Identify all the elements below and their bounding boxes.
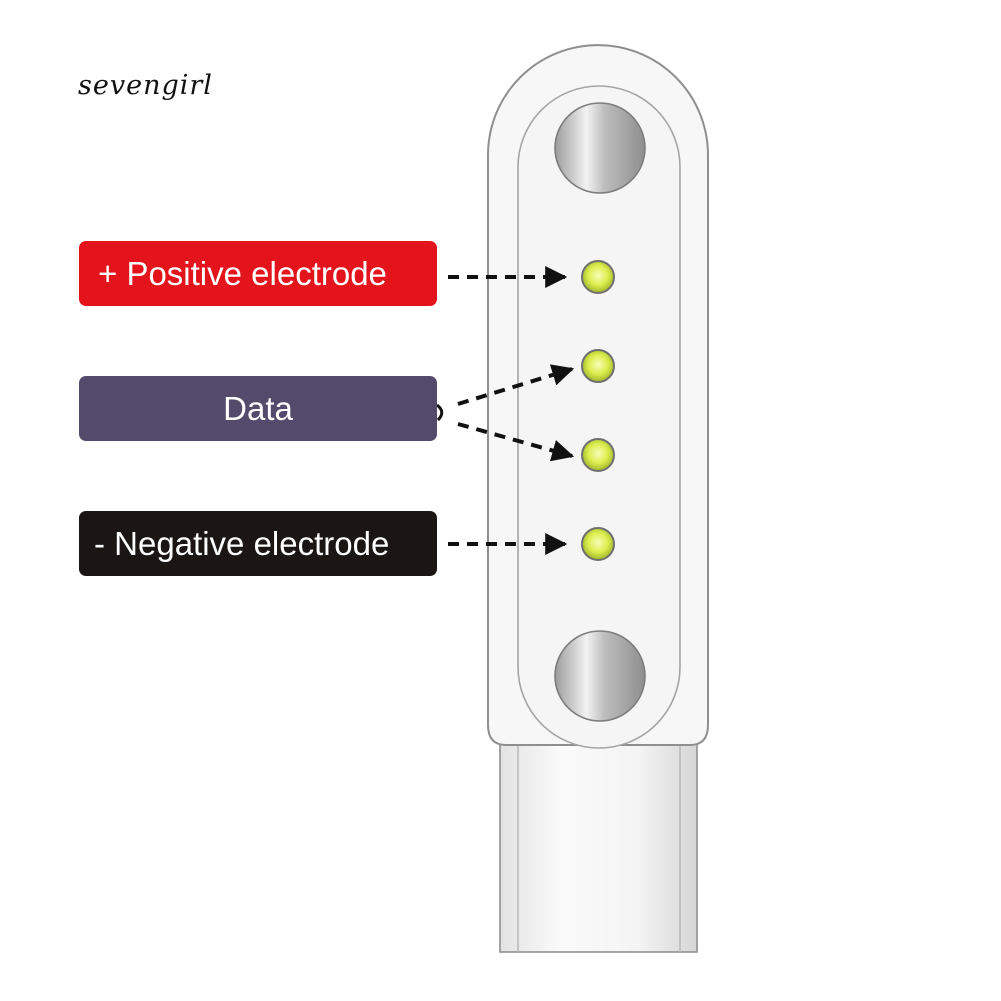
top-magnet-icon <box>554 102 646 194</box>
watermark-text: sevengirl <box>78 70 213 101</box>
bottom-magnet-icon <box>554 630 646 722</box>
pin-data-2 <box>581 438 615 472</box>
arrow-data-upper <box>457 364 575 406</box>
data-arrow-hook <box>436 403 444 422</box>
pin-negative <box>581 527 615 561</box>
label-positive-electrode: + Positive electrode <box>79 241 437 306</box>
pin-positive <box>581 260 615 294</box>
pin-data-1 <box>581 349 615 383</box>
label-negative-electrode: - Negative electrode <box>79 511 437 576</box>
contact-face <box>517 85 681 749</box>
arrow-data-lower <box>457 422 575 462</box>
label-data: Data <box>79 376 437 441</box>
